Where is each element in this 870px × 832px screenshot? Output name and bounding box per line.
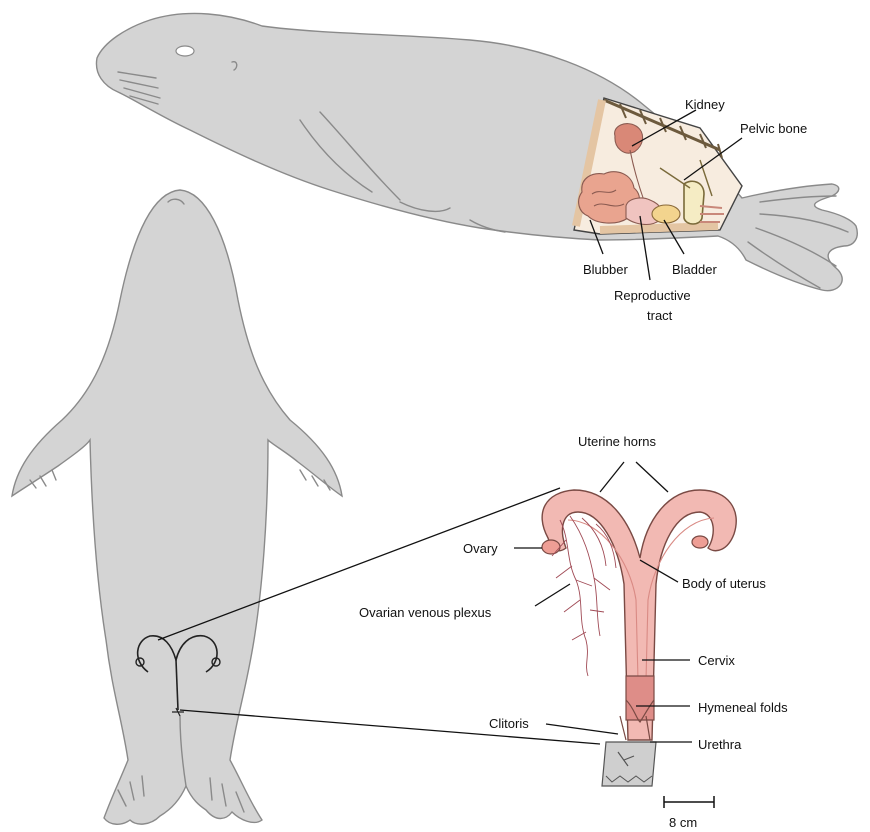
scale-bar: 8 cm bbox=[664, 796, 714, 830]
label-clitoris: Clitoris bbox=[489, 716, 529, 731]
label-pelvic-bone: Pelvic bone bbox=[740, 121, 807, 136]
cervix-shape bbox=[626, 676, 654, 720]
projection-line-lower bbox=[180, 710, 600, 744]
ovary-right bbox=[692, 536, 708, 548]
label-body-of-uterus: Body of uterus bbox=[682, 576, 766, 591]
anatomy-cutaway bbox=[574, 98, 742, 234]
kidney bbox=[615, 124, 643, 153]
pelvic-bone bbox=[684, 181, 704, 224]
label-cervix: Cervix bbox=[698, 653, 735, 668]
label-ovary: Ovary bbox=[463, 541, 498, 556]
ovary-left bbox=[542, 540, 560, 554]
bladder-organ bbox=[652, 205, 680, 223]
label-reproductive-tract-2: tract bbox=[647, 308, 673, 323]
scale-bar-label: 8 cm bbox=[669, 815, 697, 830]
label-uterine-horns: Uterine horns bbox=[578, 434, 657, 449]
label-hymeneal-folds: Hymeneal folds bbox=[698, 700, 788, 715]
seal-eye bbox=[176, 46, 194, 56]
seal-ventral-view bbox=[12, 190, 342, 824]
label-bladder: Bladder bbox=[672, 262, 717, 277]
label-kidney: Kidney bbox=[685, 97, 725, 112]
label-reproductive-tract-1: Reproductive bbox=[614, 288, 691, 303]
label-urethra: Urethra bbox=[698, 737, 742, 752]
uterus-detail: Uterine horns Ovary Body of uterus Ovari… bbox=[359, 434, 788, 786]
label-blubber: Blubber bbox=[583, 262, 628, 277]
label-ovarian-venous-plexus: Ovarian venous plexus bbox=[359, 605, 492, 620]
